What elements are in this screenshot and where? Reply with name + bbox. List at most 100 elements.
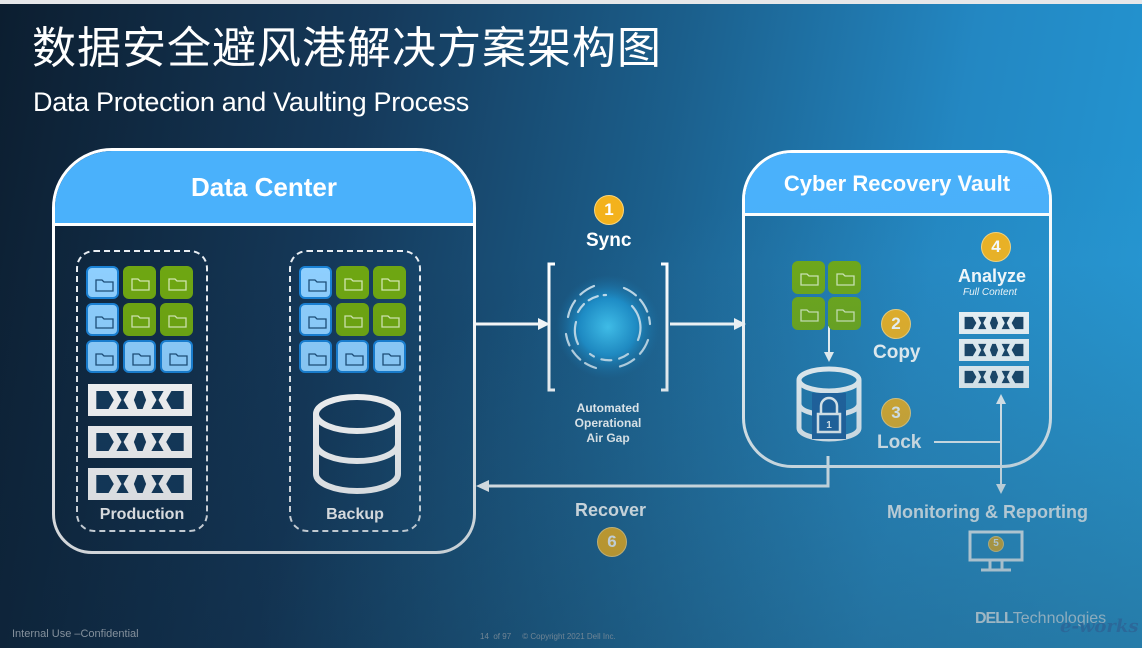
connector-lines bbox=[476, 318, 1006, 494]
rack-glyph bbox=[964, 370, 1024, 384]
file-tile-blue bbox=[123, 340, 156, 373]
file-tile-green bbox=[160, 303, 193, 336]
step-badge-1: 1 bbox=[594, 195, 624, 225]
monitoring-label: Monitoring & Reporting bbox=[887, 502, 1088, 522]
data-center-title: Data Center bbox=[55, 151, 473, 226]
folder-icon bbox=[95, 316, 114, 329]
server-icon bbox=[959, 339, 1029, 361]
folder-icon bbox=[308, 279, 327, 292]
air-gap-icon bbox=[547, 262, 669, 392]
lock-label: Lock bbox=[877, 432, 922, 453]
file-tile-green bbox=[373, 266, 406, 299]
folder-icon bbox=[308, 353, 327, 366]
technologies-wordmark: Technologies bbox=[1012, 610, 1107, 627]
air-gap-caption-line: Automated bbox=[576, 401, 640, 415]
air-gap-caption-line: Operational bbox=[574, 416, 642, 430]
locked-database-icon: 1 bbox=[796, 366, 862, 442]
arrowhead-down-icon bbox=[996, 484, 1006, 494]
step-badge-5: 5 bbox=[988, 536, 1004, 552]
file-tile-green bbox=[160, 266, 193, 299]
file-tile-blue bbox=[160, 340, 193, 373]
file-tile-green bbox=[336, 303, 369, 336]
step-badge-3: 3 bbox=[881, 398, 911, 428]
analyze-label: Analyze bbox=[958, 266, 1027, 286]
file-tile-blue bbox=[86, 266, 119, 299]
file-tile-green bbox=[123, 266, 156, 299]
file-tile-green bbox=[792, 261, 825, 294]
folder-icon bbox=[800, 273, 819, 286]
server-icon bbox=[88, 426, 192, 458]
recover-label: Recover bbox=[575, 500, 647, 520]
folder-icon bbox=[344, 315, 363, 328]
folder-icon bbox=[132, 353, 151, 366]
air-gap-caption-line: Air Gap bbox=[586, 431, 630, 445]
monitor-icon bbox=[968, 530, 1024, 572]
folder-icon bbox=[308, 316, 327, 329]
file-tile-blue bbox=[86, 303, 119, 336]
file-tile-green bbox=[336, 266, 369, 299]
data-center-panel: Data Center bbox=[52, 148, 476, 554]
folder-icon bbox=[168, 278, 187, 291]
folder-icon bbox=[131, 315, 150, 328]
backup-label: Backup bbox=[326, 506, 384, 523]
file-tile-green bbox=[123, 303, 156, 336]
folder-icon bbox=[345, 353, 364, 366]
step-badge-6: 6 bbox=[597, 527, 627, 557]
analyze-sublabel: Full Content bbox=[963, 287, 1017, 298]
vault-file-tiles bbox=[792, 261, 866, 330]
folder-icon bbox=[836, 273, 855, 286]
page-total: of 97 bbox=[493, 632, 512, 641]
arrowhead-up-icon bbox=[996, 394, 1006, 404]
arrowhead-right-icon bbox=[734, 318, 746, 330]
rack-glyph bbox=[96, 391, 184, 409]
arrowhead-right-icon bbox=[538, 318, 550, 330]
file-tile-blue bbox=[86, 340, 119, 373]
file-tile-green bbox=[792, 297, 825, 330]
folder-icon bbox=[800, 309, 819, 322]
folder-icon bbox=[95, 353, 114, 366]
lock-digit: 1 bbox=[826, 420, 832, 431]
file-tile-green bbox=[828, 261, 861, 294]
folder-icon bbox=[381, 315, 400, 328]
database-icon bbox=[313, 394, 401, 494]
file-tile-blue bbox=[299, 340, 332, 373]
sync-label: Sync bbox=[586, 230, 632, 251]
folder-icon bbox=[344, 278, 363, 291]
file-tile-blue bbox=[373, 340, 406, 373]
file-tile-blue bbox=[299, 266, 332, 299]
production-group bbox=[76, 250, 208, 532]
rack-glyph bbox=[964, 316, 1024, 330]
vault-title: Cyber Recovery Vault bbox=[745, 153, 1049, 216]
rack-glyph bbox=[96, 475, 184, 493]
production-label: Production bbox=[99, 506, 185, 523]
copy-label: Copy bbox=[873, 342, 921, 363]
rack-glyph bbox=[96, 433, 184, 451]
classification-label: Internal Use –Confidential bbox=[12, 628, 139, 640]
step-badge-2: 2 bbox=[881, 309, 911, 339]
folder-icon bbox=[95, 279, 114, 292]
backup-group bbox=[289, 250, 421, 532]
page-title-chinese: 数据安全避风港解决方案架构图 bbox=[32, 23, 662, 74]
dell-wordmark: DELL bbox=[975, 610, 1014, 627]
server-icon bbox=[959, 366, 1029, 388]
cyber-recovery-vault-panel: Cyber Recovery Vault bbox=[742, 150, 1052, 468]
server-icon bbox=[88, 468, 192, 500]
air-gap-caption: Automated Operational Air Gap bbox=[560, 401, 656, 446]
eworks-watermark: e-works bbox=[1060, 616, 1139, 637]
backup-file-tiles bbox=[299, 266, 411, 374]
folder-icon bbox=[836, 309, 855, 322]
page-current: 14 bbox=[480, 632, 489, 641]
arrowhead-down-icon bbox=[824, 352, 834, 362]
file-tile-green bbox=[828, 297, 861, 330]
step-badge-4: 4 bbox=[981, 232, 1011, 262]
server-icon bbox=[88, 384, 192, 416]
slide: 数据安全避风港解决方案架构图 Data Protection and Vault… bbox=[0, 4, 1142, 648]
arrowhead-left-icon bbox=[476, 480, 489, 492]
folder-icon bbox=[381, 278, 400, 291]
production-file-tiles bbox=[86, 266, 198, 374]
folder-icon bbox=[131, 278, 150, 291]
server-icon bbox=[959, 312, 1029, 334]
rack-glyph bbox=[964, 343, 1024, 357]
folder-icon bbox=[168, 315, 187, 328]
file-tile-green bbox=[373, 303, 406, 336]
